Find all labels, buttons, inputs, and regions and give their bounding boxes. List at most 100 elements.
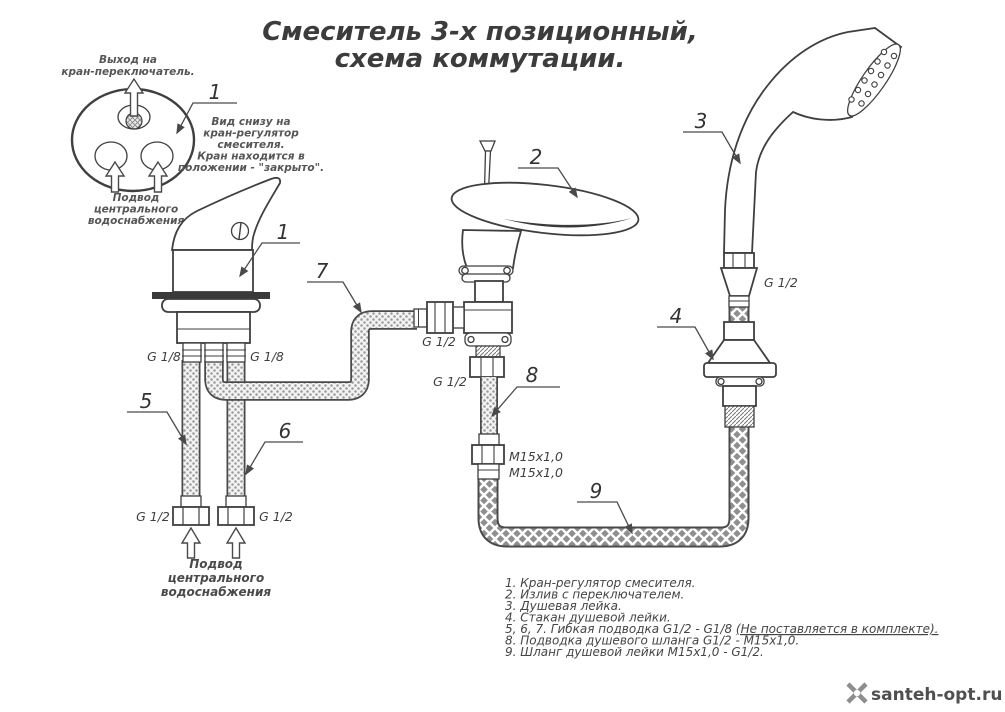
- title-line-1: Смеситель 3-х позиционный,: [262, 17, 698, 47]
- leader-2: [518, 167, 578, 199]
- label-g12-hose7: G 1/2: [422, 334, 456, 349]
- part-number-3: 3: [695, 109, 708, 133]
- label-m15-a: M15x1,0: [509, 449, 563, 464]
- leader-6: [245, 441, 303, 476]
- cup-top-cylinder: [723, 321, 755, 341]
- spout-diverter: G 1/2 2: [413, 140, 640, 359]
- flow-in-arrow-left: [104, 160, 126, 193]
- nut-m15: [471, 444, 505, 465]
- bottom-supply-note-3: водоснабжения: [161, 585, 271, 599]
- valve-supply-note-1: Подвод: [113, 192, 160, 204]
- cup-cone: [706, 339, 772, 364]
- leader-1-faucet: [239, 242, 300, 278]
- legend-item-5-text: 5, 6, 7. Гибкая подводка G1/2 - G1/8: [505, 622, 736, 636]
- hose-9: [479, 300, 748, 546]
- spout-ring-end-right: [503, 266, 511, 275]
- hose-7-nut: [426, 301, 454, 334]
- label-g12-shower: G 1/2: [764, 275, 798, 290]
- cup-threaded-shank: [724, 405, 755, 428]
- legend-item-6: 8. Подводка душевого шланга G1/2 - M15x1…: [505, 634, 799, 648]
- collar-end-left: [467, 335, 475, 344]
- valve-output-note-2: кран-переключатель.: [61, 66, 194, 78]
- shower-spray-face: [847, 43, 901, 117]
- label-g12-spout: G 1/2: [433, 374, 467, 389]
- shower-hose-9: 9: [477, 300, 750, 548]
- label-m15-b: M15x1,0: [509, 465, 563, 480]
- legend-item-5-underlined: (Не поставляется в комплекте).: [736, 622, 939, 636]
- legend-item-4: 4. Стакан душевой лейки.: [505, 611, 671, 625]
- collar-end-right: [501, 335, 509, 344]
- hose-8-ferrule: [478, 433, 500, 446]
- label-g18-left: G 1/8: [147, 349, 181, 364]
- hose-7: [206, 312, 417, 399]
- hose-5-ferrule: [180, 495, 202, 508]
- leader-9: [577, 501, 633, 535]
- shower-cup: 4: [657, 304, 777, 428]
- valve-view-note-1: Вид снизу на: [211, 116, 290, 128]
- hose-5-nut: [172, 506, 210, 526]
- spout-column: [474, 280, 504, 303]
- title-line-2: схема коммутации.: [335, 44, 626, 74]
- bottom-supply-note-2: центрального: [168, 571, 264, 585]
- faucet-escutcheon: [161, 298, 261, 313]
- leader-1-valve: [176, 102, 237, 135]
- valve-view-note-5: положении - "закрыто".: [178, 162, 324, 174]
- part-number-5: 5: [140, 389, 153, 413]
- hose-9-end-fitting: [477, 463, 500, 480]
- faucet-upper-body: [172, 249, 254, 293]
- watermark: santeh-opt.ru: [846, 682, 1002, 705]
- label-g12-supply-right: G 1/2: [259, 509, 293, 524]
- faucet-mounting-plate: [152, 292, 270, 299]
- valve-inlet-left: [94, 141, 128, 171]
- flexible-hoses: G 1/2 G 1/2 Подвод центрального водоснаб…: [127, 259, 417, 599]
- supply-arrow-right: [225, 526, 247, 559]
- shower-head-body: [723, 27, 903, 254]
- valve-output-note-1: Выход на: [99, 54, 157, 66]
- leader-4: [657, 326, 714, 361]
- faucet-pipe-left: [182, 342, 202, 363]
- part-number-7: 7: [316, 259, 329, 283]
- valve-supply-note-3: водоснабжения: [88, 215, 185, 227]
- watermark-text: santeh-opt.ru: [871, 685, 1002, 705]
- faucet-pipe-right: [226, 342, 246, 363]
- part-number-8: 8: [526, 363, 539, 387]
- diverter-knob: [478, 140, 496, 152]
- supply-arrow-left: [180, 526, 202, 559]
- leader-8: [490, 386, 560, 418]
- watermark-x-icon: [846, 682, 868, 704]
- part-number-9: 9: [590, 479, 603, 503]
- leader-7: [307, 281, 362, 314]
- spout-ring-end-left: [461, 266, 469, 275]
- spout-outlet-slit: [504, 218, 632, 228]
- part-number-1-faucet: 1: [277, 220, 290, 244]
- faucet-regulator: G 1/8 G 1/8 1: [147, 176, 300, 364]
- faucet-screw-slot: [238, 222, 242, 240]
- cup-flange: [703, 362, 777, 378]
- shower-head: G 1/2 3: [683, 27, 903, 308]
- spout-plate: [450, 181, 640, 237]
- hose-6-nut: [217, 506, 255, 526]
- part-number-4: 4: [670, 304, 683, 328]
- title: Смеситель 3-х позиционный, схема коммута…: [262, 17, 698, 74]
- shower-supply-stack: G 1/2 M15x1,0 M15x1,0 8: [433, 356, 563, 480]
- legend-item-1: 1. Кран-регулятор смесителя.: [505, 576, 696, 590]
- part-number-1-valve: 1: [209, 80, 222, 104]
- hose-6-ferrule: [225, 495, 247, 508]
- faucet-pipe-middle: [204, 342, 224, 363]
- legend: 1. Кран-регулятор смесителя. 2. Излив с …: [505, 576, 938, 659]
- diverter-valve-body: [463, 301, 513, 334]
- faucet-lower-body: [176, 311, 251, 344]
- leader-3: [683, 131, 741, 165]
- leader-5: [127, 411, 187, 446]
- flow-in-arrow-right: [147, 160, 169, 193]
- flow-out-arrow: [123, 77, 145, 117]
- hose-7-ferrule: [413, 308, 428, 328]
- valve-top-view: Выход на кран-переключатель. Вид снизу н…: [61, 54, 324, 227]
- part-number-6: 6: [279, 419, 292, 443]
- valve-supply-note-2: центрального: [94, 204, 178, 216]
- cup-ring-end-left: [717, 377, 725, 386]
- cup-shank: [722, 385, 757, 407]
- legend-item-5: 5, 6, 7. Гибкая подводка G1/2 - G1/8 (Не…: [505, 622, 938, 636]
- shower-spray-holes: [848, 48, 898, 107]
